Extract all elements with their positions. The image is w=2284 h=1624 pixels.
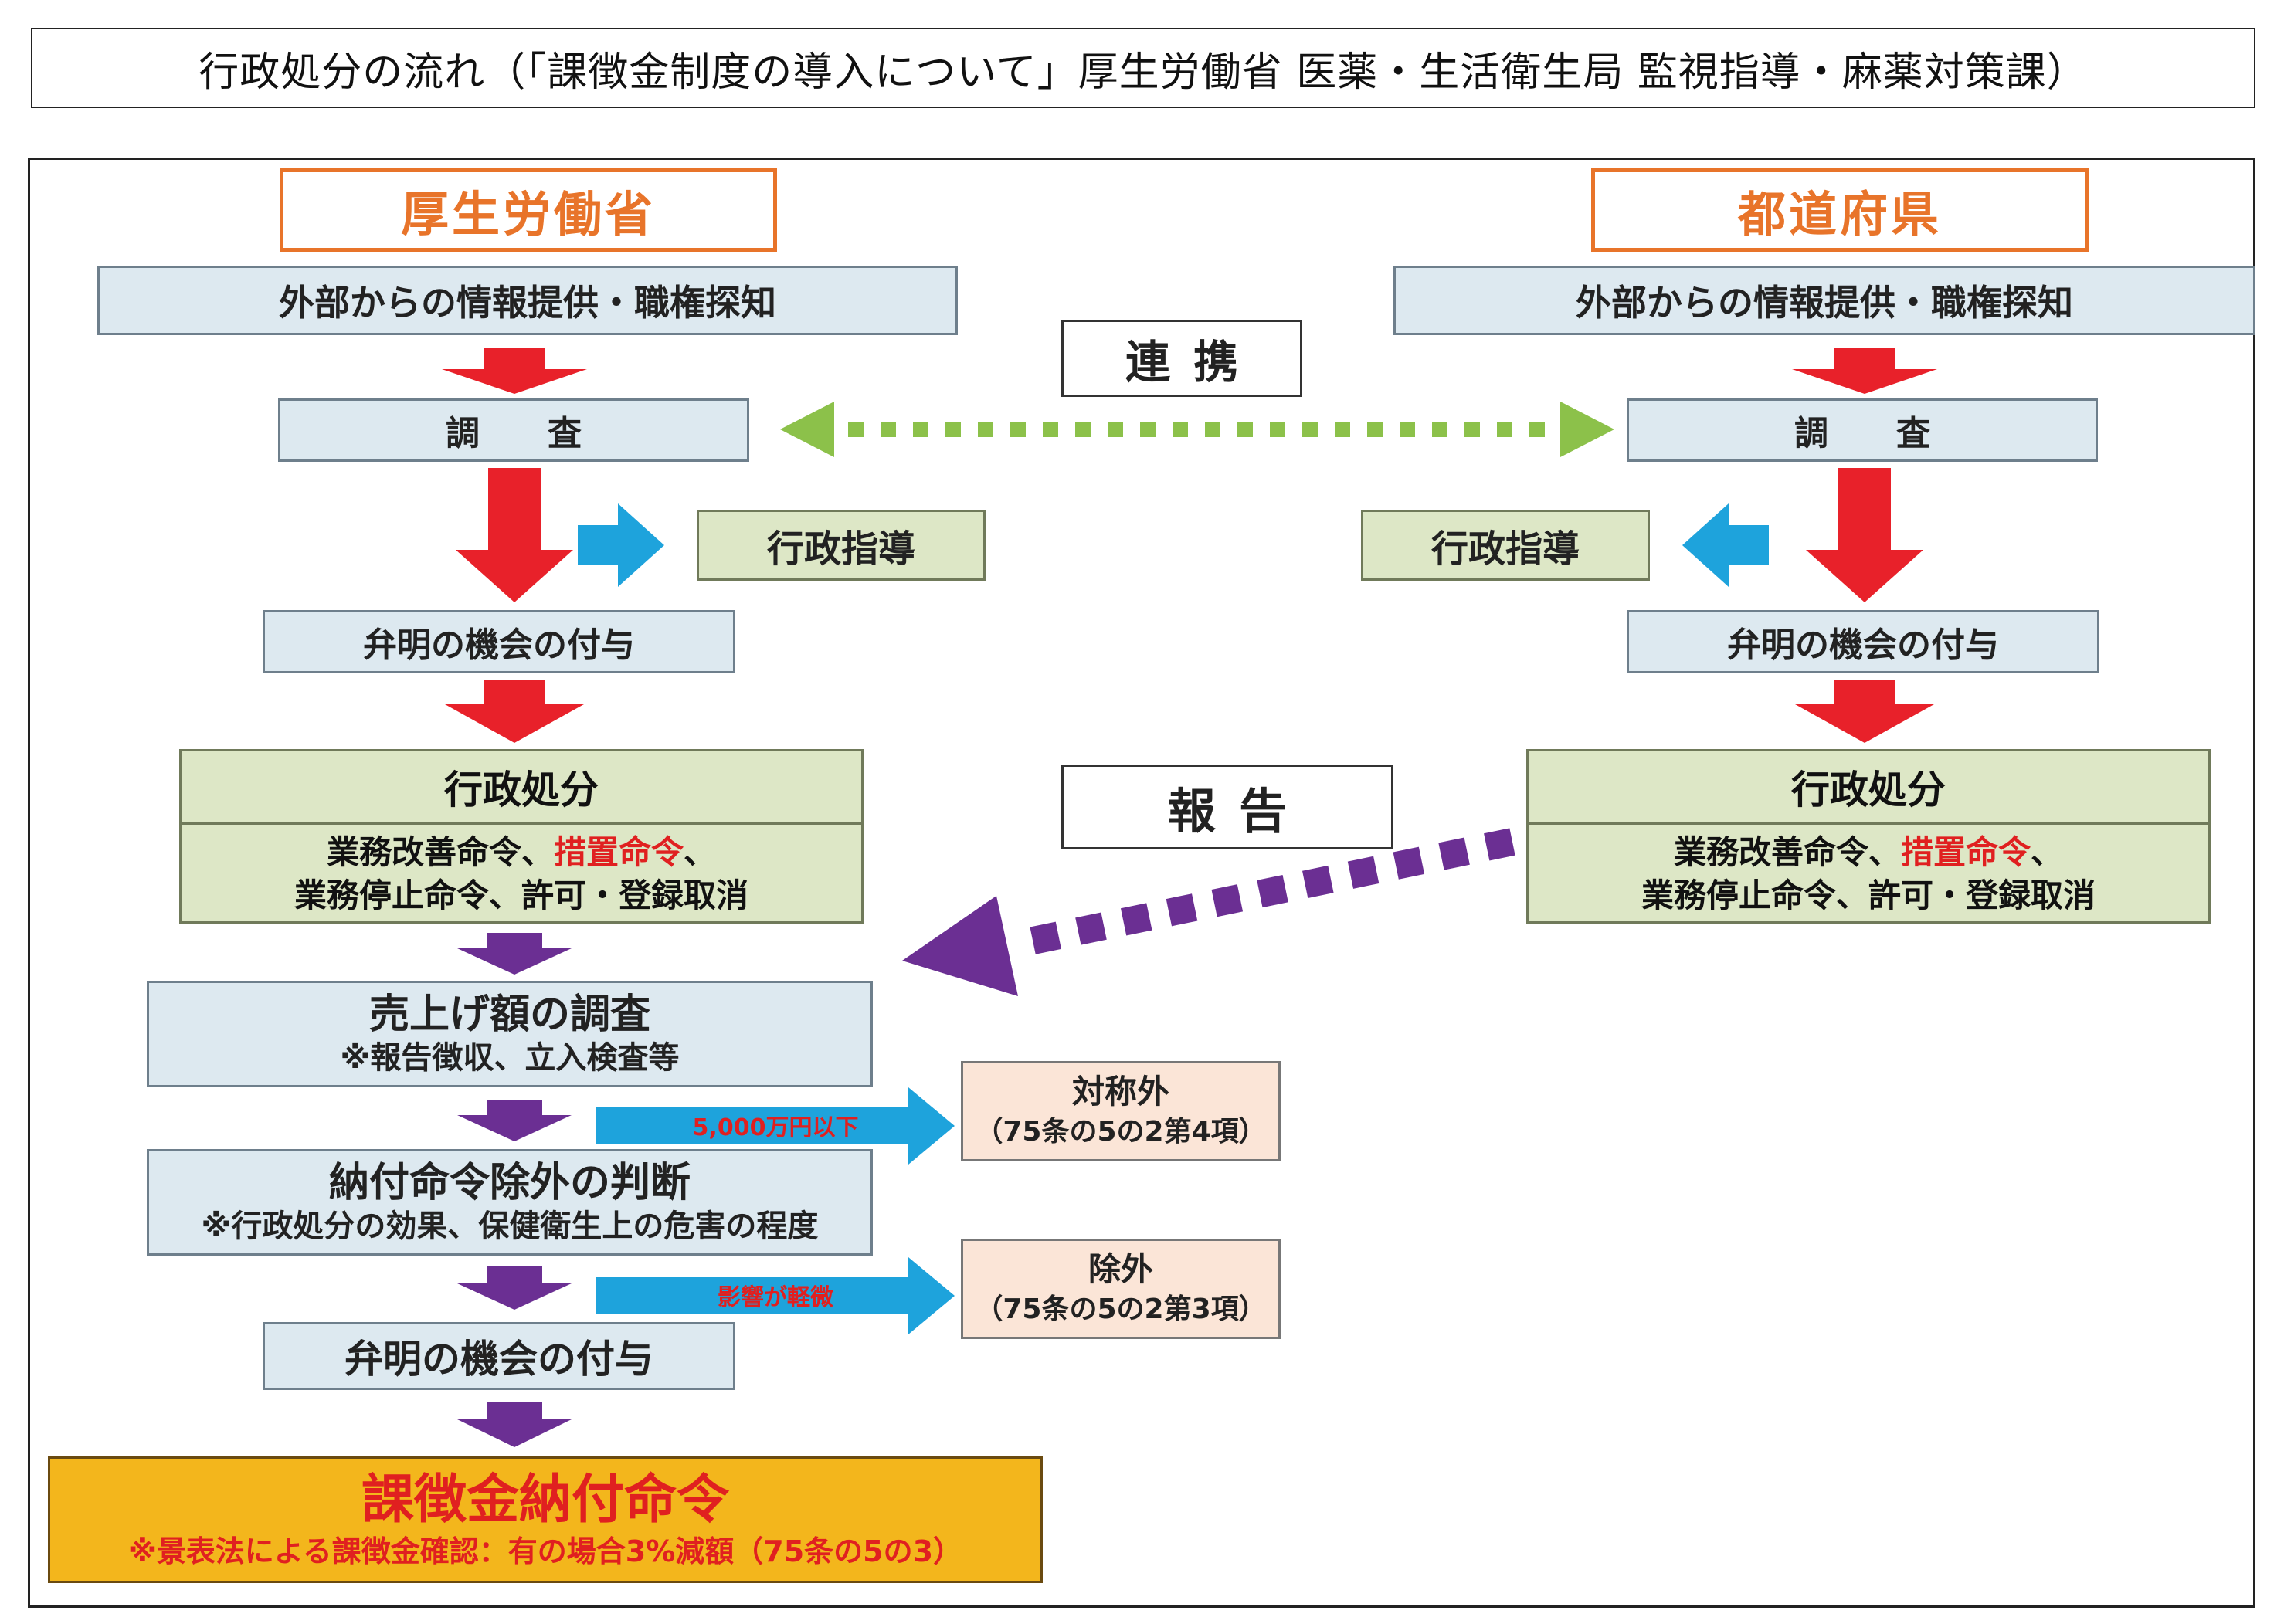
right-disposition-line2: 業務停止命令、許可・登録取消 bbox=[1641, 876, 2096, 914]
red-arrow-right-3 bbox=[1795, 680, 1934, 743]
sales-investigation-title: 売上げ額の調査 bbox=[368, 992, 650, 1038]
surcharge-order-box: 課徴金納付命令 ※景表法による課徴金確認：有の場合3%減額（75条の5の3） bbox=[48, 1456, 1043, 1583]
page-title: 行政処分の流れ（「課徴金制度の導入について」厚生労働省 医薬・生活衛生局 監視指… bbox=[31, 28, 2255, 108]
sales-investigation-note: ※報告徴収、立入検査等 bbox=[340, 1040, 680, 1076]
threshold-label: 5,000万円以下 bbox=[693, 1114, 859, 1141]
excluded-ref: （75条の5の2第3項） bbox=[975, 1293, 1267, 1325]
minor-impact-label: 影響が軽微 bbox=[718, 1284, 833, 1311]
red-arrow-right-2 bbox=[1806, 468, 1923, 602]
out-of-scope-title: 対称外 bbox=[1071, 1073, 1169, 1110]
right-investigation-box: 調 査 bbox=[1627, 398, 2098, 462]
right-hearing-label: 弁明の機会の付与 bbox=[1727, 626, 1999, 665]
red-arrow-left-1 bbox=[442, 348, 587, 394]
org-mhlw-label: 厚生労働省 bbox=[400, 186, 656, 242]
surcharge-order-title: 課徴金納付命令 bbox=[361, 1470, 729, 1531]
left-hearing-box: 弁明の機会の付与 bbox=[263, 610, 735, 673]
right-info-label: 外部からの情報提供・職権探知 bbox=[1576, 282, 2073, 324]
org-mhlw-header: 厚生労働省 bbox=[280, 168, 777, 252]
red-arrow-right-1 bbox=[1792, 348, 1937, 394]
left-guidance-box: 行政指導 bbox=[697, 510, 986, 581]
right-info-box: 外部からの情報提供・職権探知 bbox=[1393, 266, 2255, 335]
purple-arrow-3 bbox=[457, 1266, 572, 1310]
left-disposition-body: 業務改善命令、措置命令、 業務停止命令、許可・登録取消 bbox=[182, 825, 861, 924]
org-prefecture-label: 都道府県 bbox=[1737, 186, 1942, 242]
left-disposition-line2: 業務停止命令、許可・登録取消 bbox=[294, 876, 748, 914]
right-hearing-box: 弁明の機会の付与 bbox=[1627, 610, 2099, 673]
blue-branch-arrow-2 bbox=[596, 1257, 955, 1334]
green-arrow-left-head bbox=[780, 402, 834, 457]
out-of-scope-ref: （75条の5の2第4項） bbox=[975, 1116, 1267, 1148]
left-investigation-box: 調 査 bbox=[278, 398, 749, 462]
blue-arrow-right-guidance bbox=[1682, 503, 1769, 587]
purple-dotted-line bbox=[1015, 828, 1515, 958]
exclusion-judgement-title: 納付命令除外の判断 bbox=[328, 1160, 691, 1206]
exclusion-judgement-box: 納付命令除外の判断 ※行政処分の効果、保健衛生上の危害の程度 bbox=[147, 1149, 873, 1256]
right-disposition-box: 行政処分 業務改善命令、措置命令、 業務停止命令、許可・登録取消 bbox=[1526, 749, 2211, 924]
left-guidance-label: 行政指導 bbox=[766, 527, 915, 571]
purple-arrow-1 bbox=[457, 933, 572, 975]
final-hearing-box: 弁明の機会の付与 bbox=[263, 1322, 735, 1390]
right-disposition-body: 業務改善命令、措置命令、 業務停止命令、許可・登録取消 bbox=[1529, 825, 2208, 924]
right-disposition-title: 行政処分 bbox=[1529, 751, 2208, 825]
purple-arrow-4 bbox=[457, 1402, 572, 1447]
left-investigation-label: 調 査 bbox=[446, 414, 582, 453]
left-disposition-line1: 業務改善命令、措置命令、 bbox=[327, 831, 716, 874]
blue-branch-arrow-1 bbox=[596, 1087, 955, 1165]
purple-arrow-2 bbox=[457, 1100, 572, 1141]
left-disposition-line1-a: 業務改善命令、 bbox=[326, 833, 554, 871]
page-title-text: 行政処分の流れ（「課徴金制度の導入について」厚生労働省 医薬・生活衛生局 監視指… bbox=[199, 49, 2088, 96]
left-info-box: 外部からの情報提供・職権探知 bbox=[97, 266, 958, 335]
excluded-title: 除外 bbox=[1088, 1250, 1153, 1288]
purple-arrow-head bbox=[902, 896, 1018, 996]
excluded-box: 除外 （75条の5の2第3項） bbox=[961, 1239, 1281, 1339]
left-hearing-label: 弁明の機会の付与 bbox=[363, 626, 635, 665]
left-info-label: 外部からの情報提供・職権探知 bbox=[279, 282, 776, 324]
red-arrow-left-3 bbox=[445, 680, 584, 743]
exclusion-judgement-note: ※行政処分の効果、保健衛生上の危害の程度 bbox=[201, 1209, 819, 1244]
red-arrow-left-2 bbox=[456, 468, 573, 602]
cooperation-label: 連携 bbox=[1125, 336, 1261, 388]
right-disposition-line1: 業務改善命令、措置命令、 bbox=[1674, 831, 2063, 874]
left-disposition-line1-c: 、 bbox=[684, 833, 717, 871]
org-prefecture-header: 都道府県 bbox=[1591, 168, 2089, 252]
green-arrow-right-head bbox=[1560, 402, 1614, 457]
out-of-scope-box: 対称外 （75条の5の2第4項） bbox=[961, 1061, 1281, 1161]
report-label: 報告 bbox=[1167, 783, 1310, 839]
right-investigation-label: 調 査 bbox=[1794, 414, 1930, 453]
left-disposition-box: 行政処分 業務改善命令、措置命令、 業務停止命令、許可・登録取消 bbox=[179, 749, 864, 924]
report-label-box: 報告 bbox=[1061, 765, 1393, 849]
right-guidance-label: 行政指導 bbox=[1430, 527, 1580, 571]
right-disposition-line1-c: 、 bbox=[2031, 833, 2064, 871]
sales-investigation-box: 売上げ額の調査 ※報告徴収、立入検査等 bbox=[147, 981, 873, 1087]
final-hearing-label: 弁明の機会の付与 bbox=[344, 1337, 653, 1382]
left-measure-order: 措置命令 bbox=[553, 833, 684, 871]
surcharge-order-note: ※景表法による課徴金確認：有の場合3%減額（75条の5の3） bbox=[127, 1534, 963, 1568]
blue-arrow-left-guidance bbox=[578, 503, 664, 587]
right-measure-order: 措置命令 bbox=[1900, 833, 2031, 871]
left-disposition-title: 行政処分 bbox=[182, 751, 861, 825]
right-disposition-line1-a: 業務改善命令、 bbox=[1673, 833, 1901, 871]
right-guidance-box: 行政指導 bbox=[1361, 510, 1650, 581]
cooperation-label-box: 連携 bbox=[1061, 320, 1302, 397]
